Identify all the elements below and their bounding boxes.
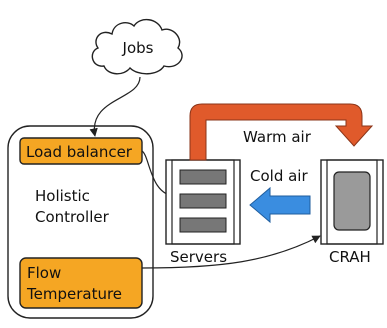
load-balancer-label: Load balancer xyxy=(26,143,133,161)
controller-label-line1: Holistic xyxy=(35,187,90,205)
temperature-label: Temperature xyxy=(26,285,122,303)
warm-air-arrow xyxy=(189,103,374,161)
cold-air-arrow xyxy=(249,186,311,224)
warm-air-label: Warm air xyxy=(243,128,312,146)
load-balancer-box: Load balancer xyxy=(19,137,143,165)
jobs-cloud: Jobs xyxy=(91,19,183,75)
controller-label-line2: Controller xyxy=(35,208,110,226)
jobs-to-load-balancer-arrow xyxy=(89,76,141,137)
crah-label: CRAH xyxy=(329,248,371,266)
flow-temperature-box: Flow Temperature xyxy=(19,257,143,309)
crah-panel xyxy=(333,171,371,231)
servers-rack: Servers xyxy=(165,159,241,266)
flow-label: Flow xyxy=(27,264,61,282)
server-slot xyxy=(179,217,227,233)
server-slot xyxy=(179,169,227,185)
server-slot xyxy=(179,193,227,209)
controller-to-crah-arrow xyxy=(141,235,321,269)
jobs-label: Jobs xyxy=(122,39,154,57)
crah-unit: CRAH xyxy=(320,159,384,266)
cold-air-label: Cold air xyxy=(250,167,308,185)
servers-label: Servers xyxy=(170,248,227,266)
